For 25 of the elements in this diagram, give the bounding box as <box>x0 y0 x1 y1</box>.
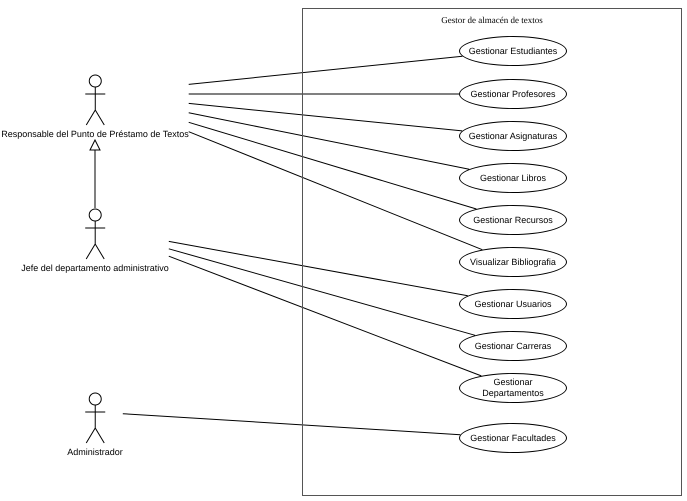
use-case-ellipse: Gestionar Departamentos <box>459 373 567 403</box>
association-line <box>188 122 477 210</box>
generalization-arrow <box>90 140 100 208</box>
system-boundary <box>302 8 682 496</box>
use-case-ellipse: Gestionar Usuarios <box>459 289 567 319</box>
use-case-ellipse: Gestionar Libros <box>459 163 567 193</box>
association-line <box>188 102 463 132</box>
actor-name: Jefe del departamento administrativo <box>21 263 169 274</box>
use-case-ellipse: Gestionar Carreras <box>459 331 567 361</box>
association-line <box>168 248 476 336</box>
association-line <box>188 131 483 250</box>
actor-name: Administrador <box>67 447 123 458</box>
use-case-ellipse: Visualizar Bibliografia <box>459 247 567 277</box>
association-line <box>168 256 482 376</box>
association-line <box>122 413 461 436</box>
use-case-ellipse: Gestionar Recursos <box>459 205 567 235</box>
boundary-title: Gestor de almacén de textos <box>440 15 544 25</box>
association-line <box>188 112 470 170</box>
use-case-ellipse: Gestionar Asignaturas <box>459 121 567 151</box>
association-line <box>168 240 468 296</box>
use-case-ellipse: Gestionar Estudiantes <box>459 36 567 66</box>
association-line <box>188 56 463 85</box>
use-case-ellipse: Gestionar Profesores <box>459 79 567 109</box>
actor-name: Responsable del Punto de Préstamo de Textos <box>1 129 189 140</box>
use-case-ellipse: Gestionar Facultades <box>459 423 567 453</box>
